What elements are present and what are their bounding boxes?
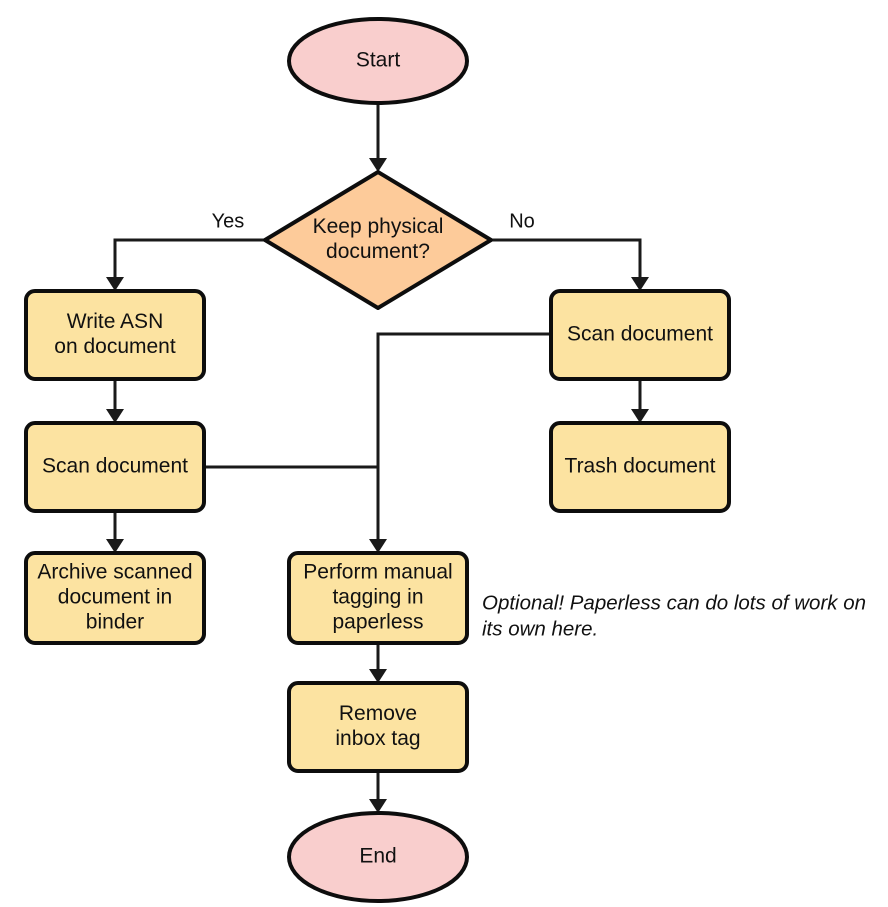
node-label-manual-tagging: tagging in [332,586,423,609]
arrowhead-icon [106,539,124,553]
annotations-layer: Optional! Paperless can do lots of work … [482,591,866,640]
arrowhead-icon [106,409,124,423]
edge-decision-no-to-scan-right: No [491,210,649,291]
arrowhead-icon [369,158,387,172]
node-label-archive-binder: Archive scanned [37,561,192,584]
process-shape [24,421,206,513]
node-scan-left[interactable]: Scan document [24,421,206,513]
process-shape [24,289,206,381]
edge-remove-tag-to-end [369,771,387,813]
node-label-keep-physical: Keep physical [313,215,444,238]
edge-scan-right-to-trash [631,379,649,423]
node-label-scan-right: Scan document [567,323,713,346]
edges-layer: Yes No [106,103,649,813]
edge-path [376,332,551,547]
node-label-write-asn: on document [54,335,176,358]
edge-scan-right-to-manual-tagging [369,332,551,553]
annotation-optional-note: Optional! Paperless can do lots of work … [482,591,866,640]
edge-write-asn-to-scan-left [106,379,124,423]
edge-manual-tagging-to-remove-tag [369,643,387,683]
arrowhead-icon [631,277,649,291]
node-label-end: End [359,845,396,868]
arrowhead-icon [369,539,387,553]
edge-start-to-decision [369,103,387,172]
process-shape [287,681,469,773]
edge-scan-left-to-archive [106,511,124,553]
node-end[interactable]: End [287,811,469,903]
node-label-keep-physical: document? [326,240,430,263]
edge-label-decision-yes-to-write-asn: Yes [212,210,245,232]
node-label-start: Start [356,49,401,72]
node-label-remove-inbox-tag: inbox tag [335,727,420,750]
edge-path [113,238,265,285]
node-label-trash: Trash document [565,455,716,478]
arrowhead-icon [369,669,387,683]
arrowhead-icon [106,277,124,291]
node-scan-right[interactable]: Scan document [549,289,731,381]
process-shape [549,289,731,381]
arrowhead-icon [631,409,649,423]
node-label-write-asn: Write ASN [67,310,163,333]
process-shape [24,551,206,645]
edge-decision-yes-to-write-asn: Yes [106,210,265,291]
terminator-shape [287,811,469,903]
edge-path [491,238,642,285]
annotation-line: Optional! Paperless can do lots of work … [482,591,866,614]
arrowhead-icon [369,799,387,813]
terminator-shape [287,17,469,105]
process-shape [549,421,731,513]
node-label-archive-binder: binder [86,611,144,634]
node-label-manual-tagging: paperless [332,611,423,634]
node-label-archive-binder: document in [58,586,172,609]
node-label-remove-inbox-tag: Remove [339,702,417,725]
process-shape [287,551,469,645]
decision-shape [263,170,493,310]
node-label-scan-left: Scan document [42,455,188,478]
edge-label-decision-no-to-scan-right: No [509,210,535,232]
annotation-line: its own here. [482,617,598,640]
node-trash[interactable]: Trash document [549,421,731,513]
node-start[interactable]: Start [287,17,469,105]
node-label-manual-tagging: Perform manual [303,561,452,584]
